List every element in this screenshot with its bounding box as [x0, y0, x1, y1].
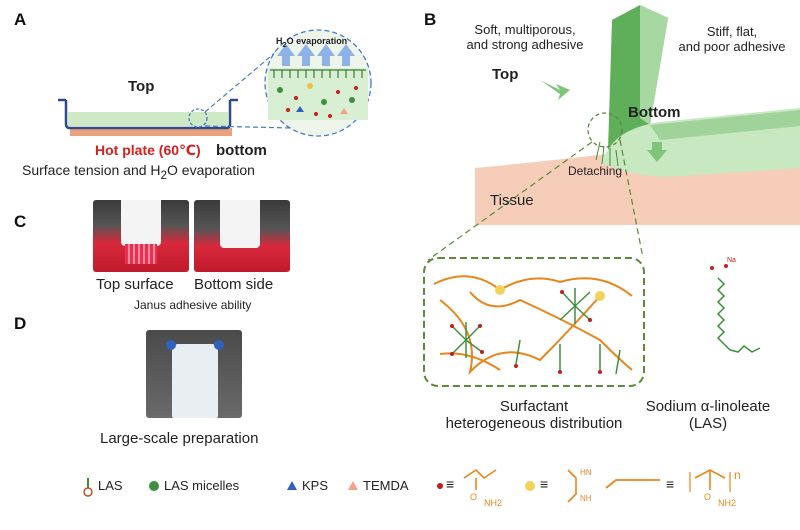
caption-a: Surface tension and H2O evaporation: [22, 162, 255, 182]
polymer-network: [433, 275, 633, 376]
hot-plate: [70, 128, 232, 136]
panel-letter-c: C: [14, 212, 27, 231]
legend-micelles: LAS micelles: [164, 478, 240, 493]
legend-nh2-1: NH2: [484, 498, 503, 508]
label-bottom-a: bottom: [216, 142, 267, 159]
las-caption: Sodium α-linoleate(LAS): [645, 398, 771, 432]
caption-c: Janus adhesive ability: [134, 298, 252, 312]
micelles-net: [451, 288, 621, 375]
legend-equiv-3: ≡: [666, 476, 675, 492]
photo-top-surface: [93, 200, 189, 272]
hot-plate-label: Hot plate (60℃): [95, 142, 201, 158]
panel-letter-d: D: [14, 314, 27, 333]
detaching-label: Detaching: [568, 164, 623, 178]
legend-o-2: O: [704, 492, 712, 502]
legend-n: n: [734, 468, 741, 482]
na-label: Na: [727, 257, 736, 264]
zoom-marker: [188, 108, 208, 128]
legend-las: LAS: [98, 478, 123, 493]
dish-outline: [64, 100, 232, 130]
zoom-circle-b: [587, 112, 623, 148]
evaporation-arrows: [277, 44, 355, 66]
bubble-title: H2O evaporation: [276, 36, 348, 49]
legend-nh2-2: NH2: [718, 498, 737, 508]
caption-d: Large-scale preparation: [100, 430, 259, 447]
stiff-text: Stiff, flat,and poor adhesive: [678, 24, 786, 54]
legend-nh: NH: [580, 494, 592, 503]
las-molecule: [716, 277, 761, 353]
gel-layer: [68, 112, 228, 126]
panel-letter-a: A: [14, 10, 27, 29]
legend-graphics: [83, 468, 731, 503]
legend-kps: KPS: [302, 478, 329, 493]
label-top-a: Top: [128, 78, 155, 95]
network-box: [423, 257, 645, 387]
photo-large-scale: [146, 330, 242, 418]
legend-equiv-1: ≡: [446, 476, 455, 492]
legend-temda: TEMDA: [363, 478, 409, 493]
soft-text: Soft, multiporous,and strong adhesive: [466, 22, 584, 52]
bottom-arrow: [647, 142, 667, 162]
panel-letter-b: B: [424, 10, 437, 29]
tissue-label: Tissue: [490, 192, 534, 209]
legend-equiv-2: ≡: [540, 476, 549, 492]
legend-o-1: O: [470, 492, 478, 502]
top-arrow: [540, 80, 570, 100]
label-top-surface: Top surface: [96, 276, 174, 293]
legend-hn: HN: [580, 468, 592, 477]
label-bottom-side: Bottom side: [194, 276, 274, 293]
label-top-b: Top: [492, 66, 519, 83]
label-bottom-b: Bottom: [628, 104, 681, 121]
particles: [277, 83, 358, 118]
photo-bottom-side: [194, 200, 290, 272]
